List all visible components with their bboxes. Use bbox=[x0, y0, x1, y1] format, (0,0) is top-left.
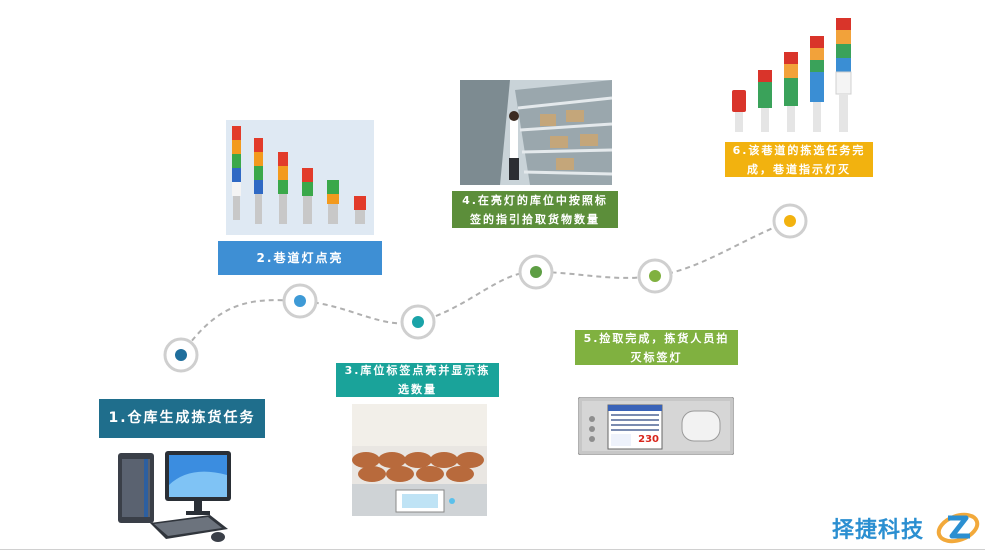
brand-logo-icon bbox=[936, 512, 980, 544]
warehouse-aisle-image bbox=[460, 80, 612, 185]
step-2-label: 2.巷道灯点亮 bbox=[218, 241, 382, 275]
bottom-divider bbox=[0, 549, 985, 550]
tower-lights-group-image bbox=[732, 18, 852, 132]
device-display-value: 230 bbox=[638, 434, 659, 445]
brand-name: 择捷科技 bbox=[832, 518, 925, 543]
shelf-label-image bbox=[352, 404, 487, 516]
node-1 bbox=[163, 337, 199, 373]
node-3 bbox=[400, 304, 436, 340]
node-3-dot bbox=[412, 316, 424, 328]
node-1-dot bbox=[175, 349, 187, 361]
node-2-dot bbox=[294, 295, 306, 307]
node-6-dot bbox=[784, 215, 796, 227]
step-3-label: 3.库位标签点亮并显示拣选数量 bbox=[336, 363, 499, 397]
node-4-dot bbox=[530, 266, 542, 278]
step-1-label: 1.仓库生成拣货任务 bbox=[99, 399, 265, 438]
tower-lights-image bbox=[226, 120, 374, 235]
step-5-label: 5.捡取完成，拣货人员拍灭标签灯 bbox=[575, 330, 738, 365]
node-2 bbox=[282, 283, 318, 319]
pick-device-image bbox=[578, 397, 734, 455]
node-6 bbox=[772, 203, 808, 239]
timeline-path bbox=[180, 220, 791, 356]
computer-image bbox=[118, 451, 231, 542]
node-4 bbox=[518, 254, 554, 290]
step-6-label: 6.该巷道的拣选任务完成，巷道指示灯灭 bbox=[725, 142, 873, 177]
step-4-label: 4.在亮灯的库位中按照标签的指引拾取货物数量 bbox=[452, 191, 618, 228]
node-5-dot bbox=[649, 270, 661, 282]
node-5 bbox=[637, 258, 673, 294]
